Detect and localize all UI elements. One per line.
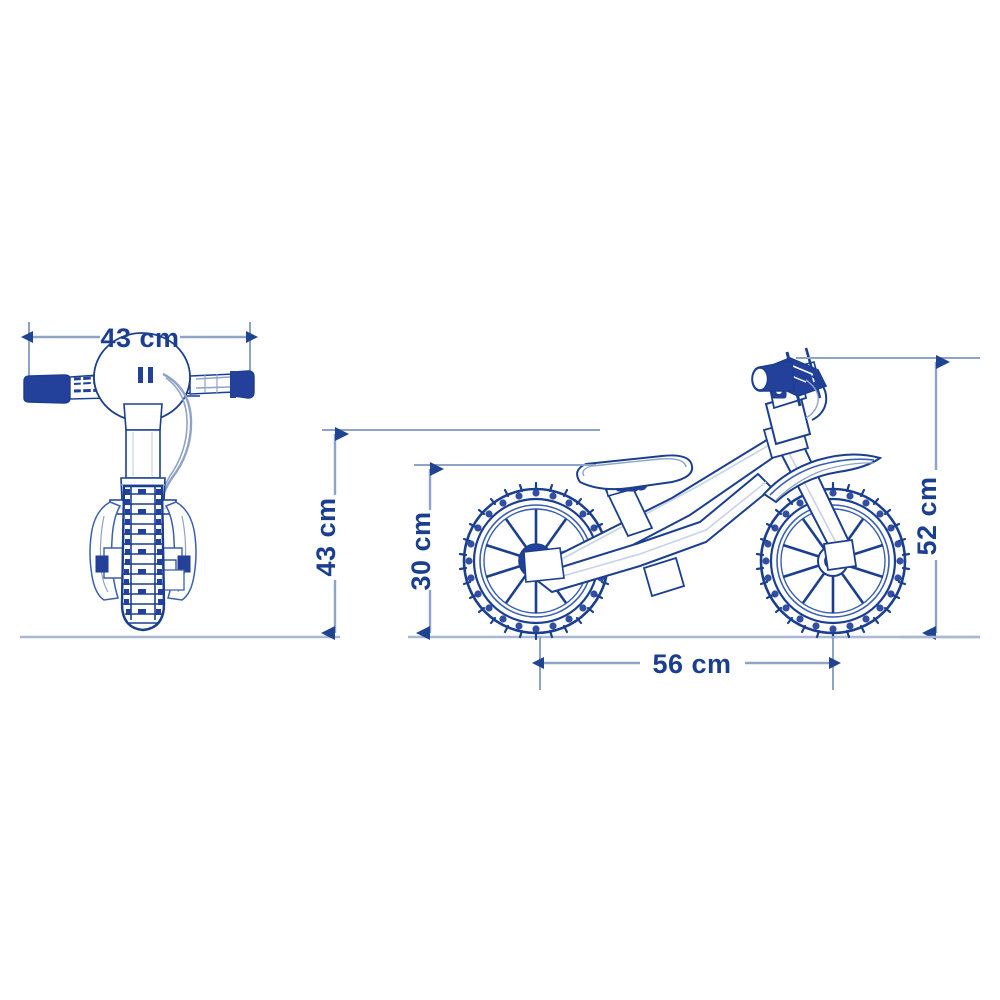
front-tire bbox=[120, 484, 166, 632]
dimension-handlebar-width: 43 cm bbox=[21, 323, 258, 353]
front-view bbox=[23, 322, 255, 632]
side-view bbox=[458, 347, 911, 641]
saddle bbox=[576, 454, 694, 491]
dimension-label-seat-height: 30 cm bbox=[406, 511, 436, 590]
dimension-handlebar-height: 43 cm bbox=[311, 427, 349, 640]
dimension-label-wheelbase: 56 cm bbox=[652, 649, 731, 679]
front-wheel-side bbox=[755, 481, 911, 641]
handlebar-pad bbox=[93, 332, 191, 422]
dimension-seat-height: 30 cm bbox=[406, 462, 444, 640]
dimension-label-handlebar-height: 43 cm bbox=[311, 497, 341, 576]
front-fender bbox=[762, 453, 883, 504]
dimension-overall-height: 52 cm bbox=[900, 355, 980, 640]
dimension-label-overall-height: 52 cm bbox=[912, 476, 942, 555]
dimension-label-handlebar-width: 43 cm bbox=[100, 323, 179, 353]
dimension-wheelbase: 56 cm bbox=[532, 649, 841, 679]
handlebar-side bbox=[751, 347, 828, 421]
front-fork-side bbox=[762, 418, 858, 572]
front-right-grip bbox=[189, 370, 255, 399]
